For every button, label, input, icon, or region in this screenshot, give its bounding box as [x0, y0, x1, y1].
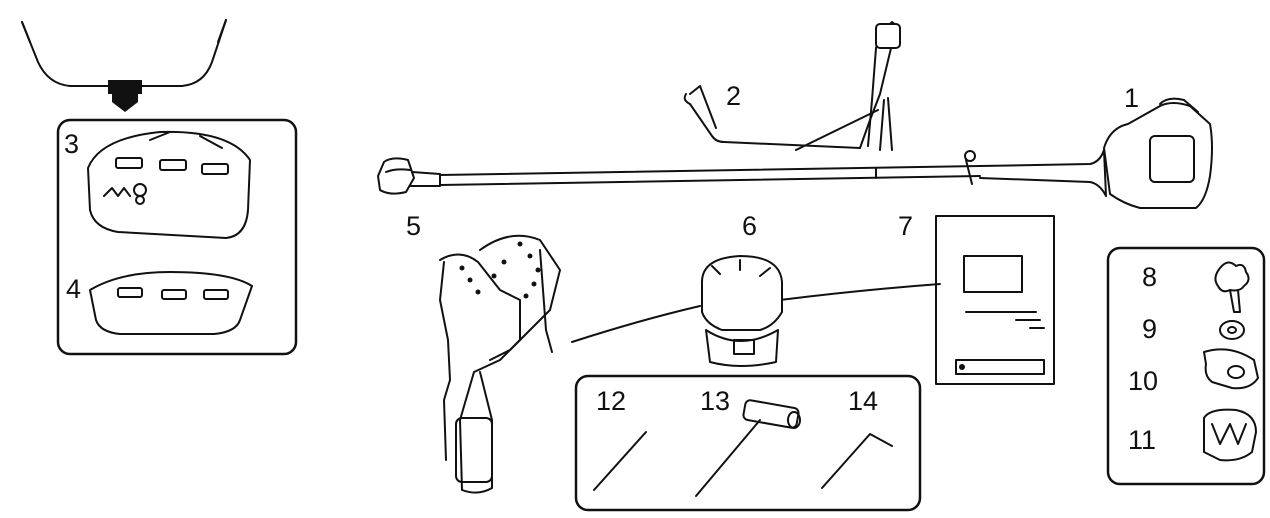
part-label-13: 13	[700, 386, 730, 416]
part-label-5: 5	[406, 211, 421, 241]
part-label-3: 3	[64, 129, 79, 159]
handlebar	[21, 19, 227, 112]
tools-box	[574, 374, 922, 512]
part-label-10: 10	[1128, 366, 1158, 396]
cover-11	[1203, 408, 1257, 462]
hex-key-14	[821, 433, 893, 489]
cover-10	[1203, 348, 1259, 390]
washer-9	[1219, 320, 1245, 340]
part-label-12: 12	[596, 386, 626, 416]
part-label-7: 7	[898, 211, 913, 241]
harness	[439, 234, 561, 494]
part-label-2: 2	[726, 81, 741, 111]
guard-3	[87, 130, 251, 239]
part-label-9: 9	[1142, 314, 1157, 344]
rod-12	[593, 431, 647, 491]
part-label-1: 1	[1124, 83, 1139, 113]
hardware-box	[1106, 246, 1266, 486]
part-label-11: 11	[1128, 425, 1156, 455]
part-label-8: 8	[1142, 262, 1157, 292]
shaft-and-engine	[377, 97, 1213, 209]
manual	[935, 215, 1055, 385]
part-label-14: 14	[848, 386, 878, 416]
throttle-handle	[683, 21, 901, 151]
part-label-6: 6	[742, 211, 757, 241]
trimmer-head	[571, 255, 941, 367]
wrench-13	[695, 399, 801, 497]
knob-8	[1214, 261, 1250, 313]
part-label-4: 4	[66, 274, 81, 304]
guard-box	[56, 118, 298, 356]
guard-4	[89, 271, 253, 335]
